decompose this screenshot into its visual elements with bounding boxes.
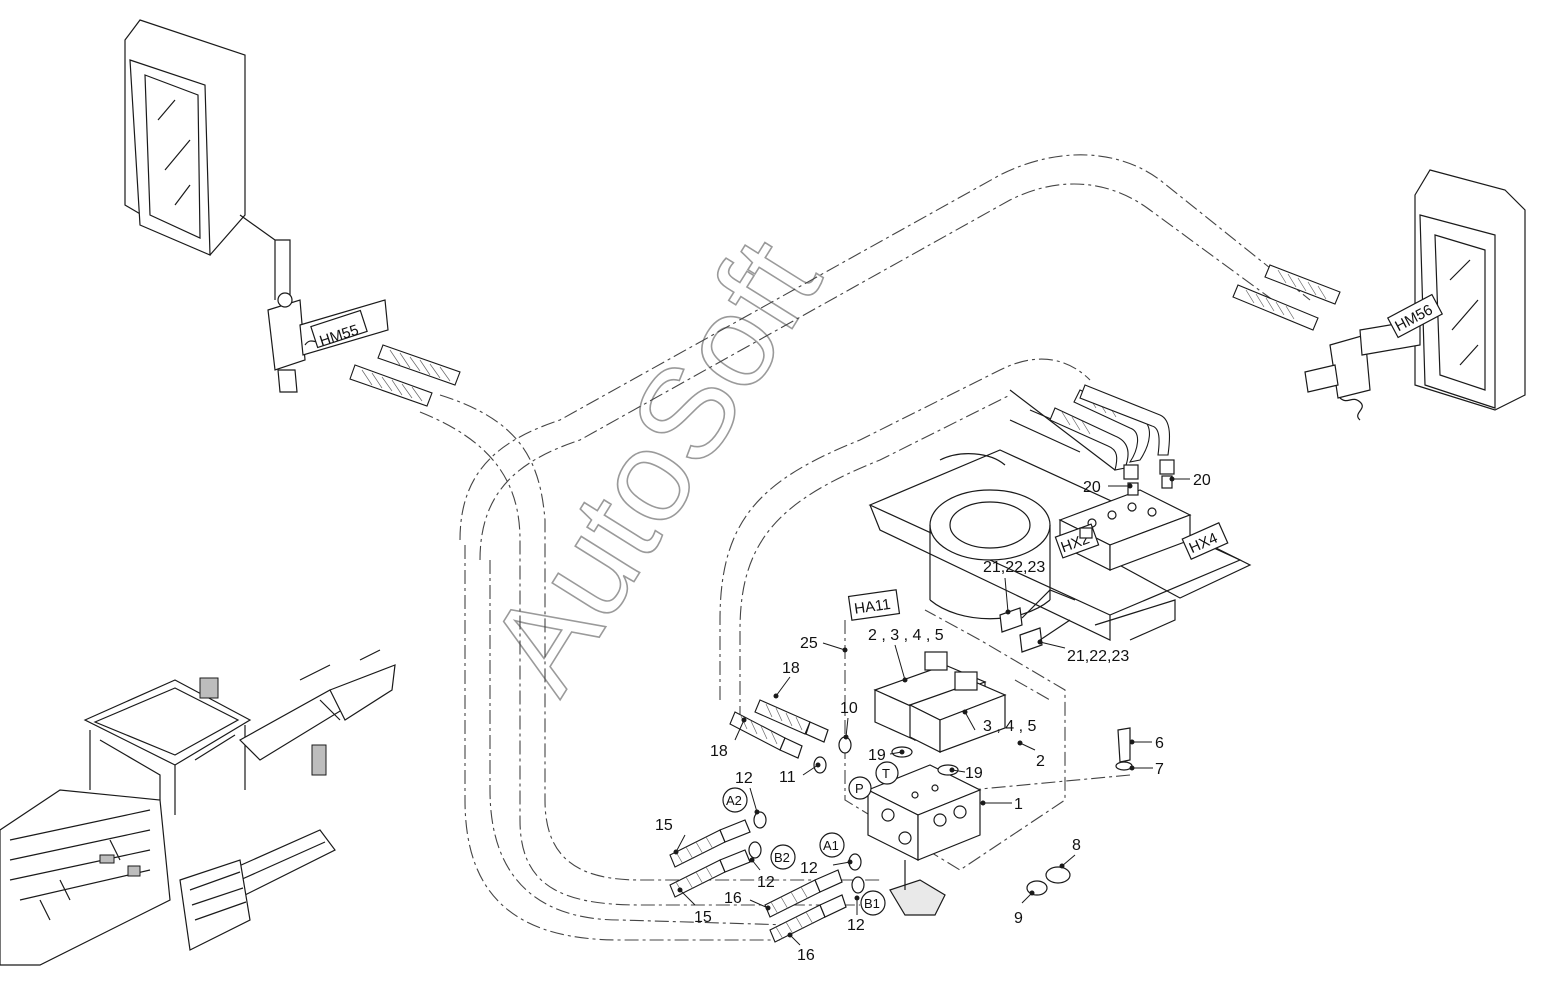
port-a2-circle [722,787,748,813]
callout-12-b: 12 [757,874,775,891]
callout-8: 8 [1072,837,1081,854]
hm56-tag [1386,293,1444,339]
port-t-circle [875,761,899,785]
leader-lines [673,476,1190,946]
callout-3-4-5: 3 , 4 , 5 [983,718,1036,735]
callout-6: 6 [1155,735,1164,752]
port-b2-label: B2 [774,850,790,865]
callout-12-a: 12 [735,770,753,787]
callout-12-d: 12 [847,917,865,934]
turntable-ring [929,489,1051,561]
port-b1-circle [860,890,886,916]
callout-18-a: 18 [782,660,800,677]
callout-12-c: 12 [800,860,818,877]
port-a1-circle [819,832,845,858]
port-b1-label: B1 [864,896,880,911]
left-mirror-assembly: HM55 [124,19,461,407]
callout-19-b: 19 [965,765,983,782]
watermark: AutoSoft [459,214,849,716]
callout-7: 7 [1155,761,1164,778]
frame-structure [868,389,1252,641]
watermark-text: AutoSoft [460,215,848,715]
callout-10: 10 [840,700,858,717]
callout-21-22-23-a: 21,22,23 [983,559,1045,576]
valve-hoses [669,699,865,943]
callout-15-b: 15 [694,909,712,926]
callout-11: 11 [779,769,796,786]
ha11-tag [847,589,901,621]
port-t-label: T [882,766,890,781]
hm55-tag [310,309,368,349]
hose-routing-lines [419,154,1311,941]
callout-25: 25 [800,635,818,652]
right-mirror-assembly: HM56 [1232,169,1526,421]
callout-20-a: 20 [1083,479,1101,496]
callout-1: 1 [1014,796,1023,813]
port-p-circle [848,776,872,800]
callout-2-3-4-5: 2 , 3 , 4 , 5 [868,627,944,644]
callout-16-a: 16 [724,890,742,907]
callout-20-b: 20 [1193,472,1211,489]
hx4-tag [1181,522,1229,560]
callout-9: 9 [1014,910,1023,927]
callout-21-22-23-b: 21,22,23 [1067,648,1129,665]
port-b2-circle [770,844,796,870]
port-p-label: P [855,781,864,796]
callout-18-b: 18 [710,743,728,760]
callout-15-a: 15 [655,817,673,834]
ha11-label: HA11 [853,596,891,618]
machine-illustration [0,649,396,966]
callout-2: 2 [1036,753,1045,770]
port-a1-label: A1 [823,838,839,853]
callout-numbers: 1 2 2 , 3 , 4 , 5 3 , 4 , 5 6 7 8 9 10 1… [655,472,1211,964]
port-labels: A2 B2 A1 B1 P T [722,761,899,916]
port-a2-label: A2 [726,793,742,808]
callout-16-b: 16 [797,947,815,964]
callout-19-a: 19 [868,747,886,764]
